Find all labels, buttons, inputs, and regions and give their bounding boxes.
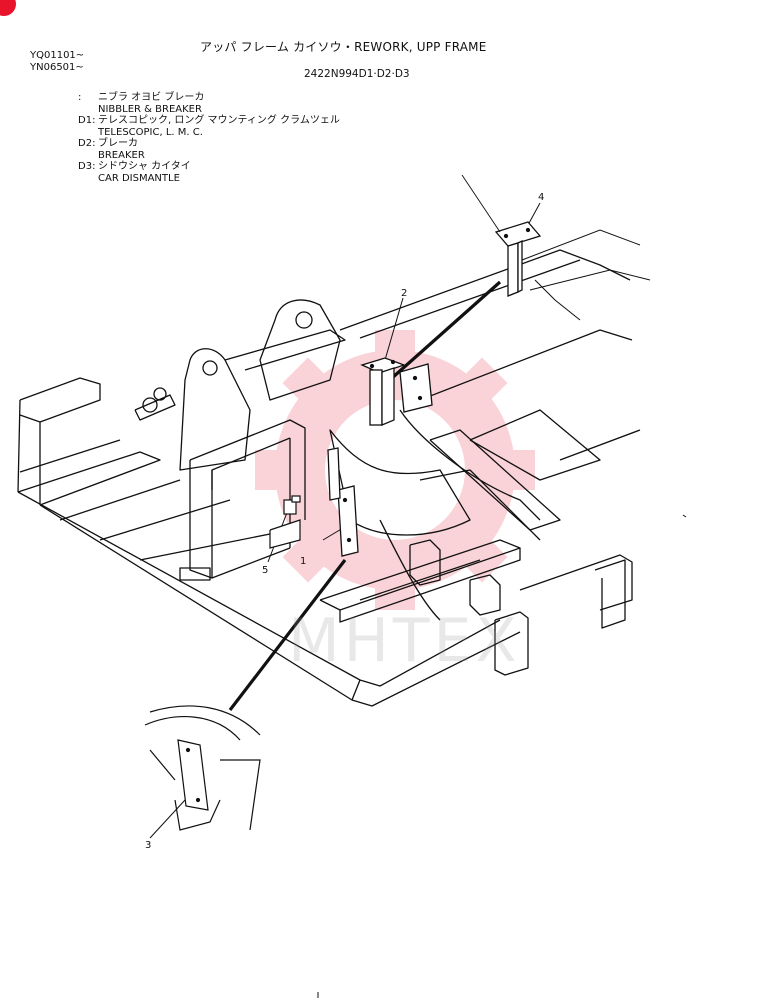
legend-code: D1:: [78, 115, 96, 126]
legend-item: D1:テレスコピック, ロング マウンティング クラムツェル: [78, 115, 340, 127]
page-title: アッパ フレーム カイソウ・REWORK, UPP FRAME: [200, 40, 487, 54]
legend-en: NIBBLER & BREAKER: [98, 103, 202, 115]
legend-item: NIBBLER & BREAKER: [78, 104, 340, 116]
legend-jp: テレスコピック, ロング マウンティング クラムツェル: [98, 115, 340, 126]
legend-code: :: [78, 92, 82, 103]
legend-item: D2:ブレーカ: [78, 138, 340, 150]
legend-item: BREAKER: [78, 150, 340, 162]
upper-frame-structure: [17, 249, 641, 707]
callout-2: 2: [401, 288, 408, 299]
legend-en: CAR DISMANTLE: [98, 172, 180, 184]
bolt-part-5: [269, 495, 301, 549]
legend-item: : ニブラ オヨビ ブレーカ: [78, 92, 340, 104]
inset-detail-part-3: [144, 705, 261, 831]
watermark-gear-icon: [255, 330, 535, 610]
legend-code: D3:: [78, 161, 96, 172]
part-number: 2422N994D1·D2·D3: [304, 68, 410, 80]
legend-item: D3:シドウシャ カイタイ: [78, 161, 340, 173]
legend-en: TELESCOPIC, L. M. C.: [98, 126, 203, 138]
bracket-part-4: [461, 174, 651, 321]
plate-part-1: [327, 447, 359, 557]
serial-number-1: YQ01101~: [30, 50, 85, 61]
callout-1: 1: [300, 556, 307, 567]
legend-jp: ニブラ オヨビ ブレーカ: [98, 92, 205, 103]
stray-mark: [682, 514, 687, 518]
red-corner-mark: [0, 0, 16, 16]
legend-item: TELESCOPIC, L. M. C.: [78, 127, 340, 139]
legend-jp: シドウシャ カイタイ: [98, 161, 191, 172]
legend-item: CAR DISMANTLE: [78, 173, 340, 185]
legend-jp: ブレーカ: [98, 138, 138, 149]
serial-number-2: YN06501~: [30, 62, 84, 73]
bracket-part-2: [360, 357, 433, 426]
legend: : ニブラ オヨビ ブレーカ NIBBLER & BREAKER D1:テレスコピ…: [78, 92, 340, 184]
callout-3: 3: [145, 840, 152, 851]
legend-code: D2:: [78, 138, 96, 149]
watermark-text: MHTEX: [288, 606, 521, 676]
callout-5: 5: [262, 565, 269, 576]
legend-en: BREAKER: [98, 149, 145, 161]
callout-4: 4: [538, 192, 545, 203]
